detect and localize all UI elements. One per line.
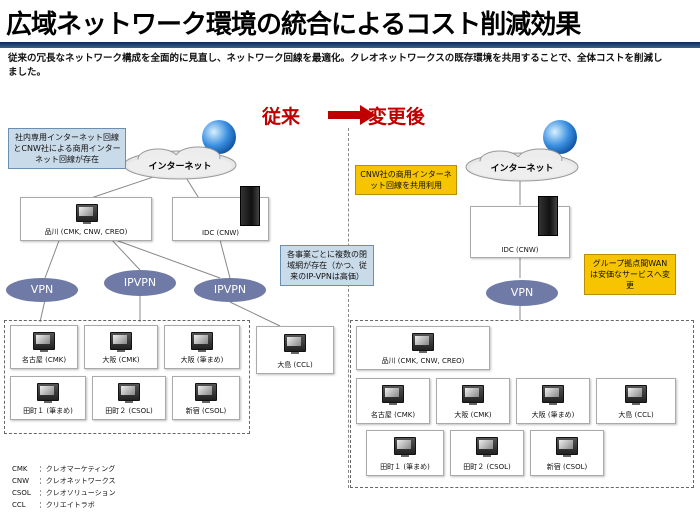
callout-after-top: CNW社の商用インターネット回線を共用利用: [355, 165, 457, 195]
site-before-2: 大阪 (筆まめ): [164, 325, 240, 369]
internet-cloud-before: インターネット: [123, 146, 237, 180]
site-before-4: 田町２ (CSOL): [92, 376, 166, 420]
computer-icon: [476, 437, 498, 457]
node-label: 品川 (CMK, CNW, CREO): [44, 228, 128, 236]
site-label: 新宿 (CSOL): [185, 407, 227, 415]
server-icon: [538, 196, 558, 236]
internet-cloud-label: インターネット: [148, 160, 211, 172]
node-label: IDC (CNW): [201, 229, 240, 237]
site-label: 田町２ (CSOL): [105, 407, 153, 415]
site-after-3: 大阪 (筆まめ): [516, 378, 590, 424]
site-before-1: 大阪 (CMK): [84, 325, 158, 369]
computer-icon: [118, 383, 140, 403]
section-divider: [348, 128, 349, 488]
site-label: 新宿 (CSOL): [546, 463, 588, 471]
computer-icon: [110, 332, 132, 352]
ipvpn-ellipse-2: IPVPN: [194, 278, 266, 302]
legend-row: CNW：クレオネットワークス: [12, 477, 116, 485]
node-shinagawa-before: 品川 (CMK, CNW, CREO): [20, 197, 152, 241]
site-after-4: 大島 (CCL): [596, 378, 676, 424]
sites-group-after: [350, 320, 694, 488]
callout-after-right: グループ拠点間WANは安価なサービスへ変更: [584, 254, 676, 295]
globe-icon: [543, 120, 577, 154]
sites-group-before: [4, 320, 250, 434]
site-label: 名古屋 (CMK): [21, 356, 67, 364]
subtitle: 従来の冗長なネットワーク構成を全面的に見直し、ネットワーク回線を最適化。クレオネ…: [8, 53, 663, 78]
page-title: 広域ネットワーク環境の統合によるコスト削減効果: [6, 10, 581, 40]
computer-icon: [462, 385, 484, 405]
site-label: 品川 (CMK, CNW, CREO): [381, 357, 465, 365]
internet-cloud-label: インターネット: [490, 162, 553, 174]
site-before-3: 田町１ (筆まめ): [10, 376, 86, 420]
arrow-right-icon: [328, 105, 376, 125]
computer-icon: [195, 383, 217, 403]
computer-icon: [37, 383, 59, 403]
legend-row: CCL：クリエイトラボ: [12, 501, 95, 509]
site-label: 田町２ (CSOL): [463, 463, 511, 471]
site-label: 大阪 (筆まめ): [180, 356, 224, 364]
site-after-0: 品川 (CMK, CNW, CREO): [356, 326, 490, 370]
site-after-2: 大阪 (CMK): [436, 378, 510, 424]
computer-icon: [542, 385, 564, 405]
legend: CMK：クレオマーケティング CNW：クレオネットワークス CSOL：クレオソリ…: [10, 462, 124, 512]
computer-icon: [412, 333, 434, 353]
site-label: 大島 (CCL): [618, 411, 654, 419]
site-label: 田町１ (筆まめ): [23, 407, 73, 415]
computer-icon: [556, 437, 578, 457]
callout-before-right: 各事業ごとに複数の閉域網が存在（かつ、従来のIP-VPNは高価）: [280, 245, 374, 286]
legend-row: CSOL：クレオソリューション: [12, 489, 116, 497]
title-rule: [0, 42, 700, 48]
site-before-5: 新宿 (CSOL): [172, 376, 240, 420]
legend-row: CMK：クレオマーケティング: [12, 465, 116, 473]
site-after-1: 名古屋 (CMK): [356, 378, 430, 424]
site-after-5: 田町１ (筆まめ): [366, 430, 444, 476]
site-before-ooshima: 大島 (CCL): [256, 326, 334, 374]
site-label: 大阪 (筆まめ): [531, 411, 575, 419]
site-label: 名古屋 (CMK): [370, 411, 416, 419]
ipvpn-ellipse-1: IPVPN: [104, 270, 176, 296]
node-label: IDC (CNW): [501, 246, 539, 254]
server-icon: [240, 186, 260, 226]
computer-icon: [33, 332, 55, 352]
internet-cloud-after: インターネット: [465, 148, 579, 182]
site-label: 大阪 (CMK): [454, 411, 492, 419]
phase-before-label: 従来: [262, 106, 301, 128]
site-label: 大阪 (CMK): [102, 356, 140, 364]
computer-icon: [394, 437, 416, 457]
computer-icon: [191, 332, 213, 352]
computer-icon: [382, 385, 404, 405]
callout-before-top: 社内専用インターネット回線とCNW社による商用インターネット回線が存在: [8, 128, 126, 169]
site-after-6: 田町２ (CSOL): [450, 430, 524, 476]
computer-icon: [284, 334, 306, 354]
computer-icon: [76, 204, 98, 224]
site-label: 田町１ (筆まめ): [380, 463, 430, 471]
site-label: 大島 (CCL): [277, 361, 313, 369]
site-after-7: 新宿 (CSOL): [530, 430, 604, 476]
site-before-0: 名古屋 (CMK): [10, 325, 78, 369]
computer-icon: [625, 385, 647, 405]
vpn-ellipse-after: VPN: [486, 280, 558, 306]
vpn-ellipse-before: VPN: [6, 278, 78, 302]
phase-after-label: 変更後: [368, 106, 426, 128]
